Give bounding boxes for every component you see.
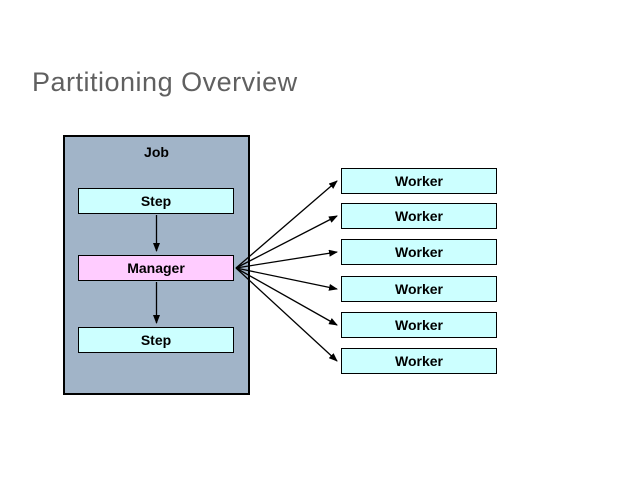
arrow-manager-to-worker-4 <box>235 267 338 291</box>
slide-title: Partitioning Overview <box>32 67 298 97</box>
worker-1-label: Worker <box>395 173 443 189</box>
worker-box-5: Worker <box>341 312 497 338</box>
step-box-top: Step <box>78 188 234 214</box>
worker-5-label: Worker <box>395 317 443 333</box>
step-box-bottom: Step <box>78 327 234 353</box>
worker-box-2: Worker <box>341 203 497 229</box>
arrow-manager-to-worker-1 <box>235 180 338 269</box>
arrow-manager-to-worker-5 <box>235 267 338 326</box>
arrow-manager-to-worker-2 <box>235 215 338 269</box>
worker-6-label: Worker <box>395 353 443 369</box>
worker-box-6: Worker <box>341 348 497 374</box>
manager-box: Manager <box>78 255 234 281</box>
worker-4-label: Worker <box>395 281 443 297</box>
worker-2-label: Worker <box>395 208 443 224</box>
worker-3-label: Worker <box>395 244 443 260</box>
worker-box-3: Worker <box>341 239 497 265</box>
manager-label: Manager <box>127 260 185 276</box>
worker-box-4: Worker <box>341 276 497 302</box>
arrow-manager-to-worker-3 <box>235 249 338 269</box>
job-label: Job <box>144 144 169 160</box>
step-top-label: Step <box>140 193 172 209</box>
arrow-manager-to-worker-6 <box>235 267 338 362</box>
step-bottom-label: Step <box>140 332 172 348</box>
worker-box-1: Worker <box>341 168 497 194</box>
